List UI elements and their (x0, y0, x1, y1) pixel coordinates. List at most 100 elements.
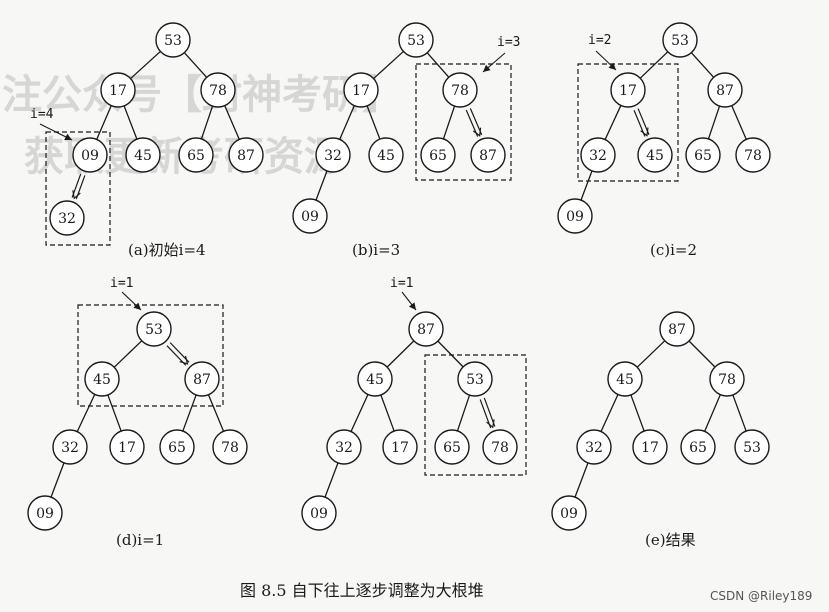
node-value: 78 (491, 440, 509, 456)
swap-arrowhead (640, 127, 649, 137)
node-value: 17 (109, 83, 127, 99)
panel-caption: (b)i=3 (352, 241, 400, 259)
heap-node: 17 (343, 72, 379, 108)
node-value: 32 (585, 440, 603, 456)
node-circle (49, 200, 85, 236)
node-value: 78 (451, 83, 469, 99)
node-value: 53 (743, 440, 761, 456)
node-value: 32 (58, 211, 76, 227)
panel-caption: (e)结果 (645, 531, 696, 549)
node-value: 87 (417, 322, 435, 338)
node-circle (125, 137, 161, 173)
node-circle (557, 198, 593, 234)
swap-arrowhead (72, 190, 81, 200)
panel-caption: (a)初始i=4 (128, 241, 206, 259)
node-circle (457, 361, 493, 397)
node-value: 53 (407, 33, 425, 49)
node-value: 45 (377, 148, 395, 164)
index-pointer-label: i=4 (30, 107, 54, 122)
node-circle (343, 72, 379, 108)
panel-caption: (c)i=2 (650, 241, 697, 259)
node-circle (326, 429, 362, 465)
node-circle (408, 311, 444, 347)
node-value: 65 (694, 148, 712, 164)
node-value: 87 (668, 322, 686, 338)
heap-node: 45 (607, 361, 643, 397)
node-circle (382, 429, 418, 465)
swap-line (479, 399, 492, 429)
tree-edge (182, 394, 197, 432)
tree-edge (386, 340, 415, 368)
tree-edge (574, 462, 589, 498)
heap-node: 87 (184, 361, 220, 397)
tree-edge (600, 394, 619, 432)
tree-edge (50, 462, 65, 498)
node-value: 32 (61, 440, 79, 456)
node-value: 87 (193, 372, 211, 388)
index-pointer-arrowhead (133, 302, 141, 310)
tree-edge (732, 394, 747, 432)
tree-edge (366, 105, 381, 140)
tree-edge (426, 52, 450, 78)
subtree-highlight-box (424, 354, 527, 476)
heap-node: 17 (109, 429, 145, 465)
heap-node: 78 (442, 72, 478, 108)
node-circle (159, 429, 195, 465)
node-circle (109, 429, 145, 465)
heap-node: 09 (551, 495, 587, 531)
heap-node: 45 (368, 137, 404, 173)
node-circle (551, 495, 587, 531)
node-circle (707, 72, 743, 108)
subtree-highlight-box (415, 63, 512, 181)
node-circle (442, 72, 478, 108)
node-circle (27, 495, 63, 531)
heap-node: 78 (200, 72, 236, 108)
node-circle (228, 137, 264, 173)
node-value: 17 (118, 440, 136, 456)
heap-node: 53 (155, 22, 191, 58)
tree-edge (224, 105, 240, 140)
heap-node: 32 (580, 137, 616, 173)
panel-caption: (d)i=1 (116, 531, 164, 549)
tree-edge (324, 462, 339, 498)
heap-node: 17 (610, 72, 646, 108)
node-circle (84, 361, 120, 397)
node-circle (200, 72, 236, 108)
heap-node: 78 (212, 429, 248, 465)
node-value: 65 (429, 148, 447, 164)
credit-label: CSDN @Riley189 (710, 589, 812, 603)
tree-edge (442, 105, 456, 140)
heap-node: 78 (482, 429, 518, 465)
node-value: 17 (641, 440, 659, 456)
node-value: 53 (164, 33, 182, 49)
node-circle (734, 429, 770, 465)
node-value: 65 (689, 440, 707, 456)
node-circle (482, 429, 518, 465)
heap-node: 09 (301, 495, 337, 531)
swap-line (483, 397, 496, 427)
swap-arrowhead (472, 127, 482, 137)
tree-edge (200, 105, 214, 140)
node-circle (637, 137, 673, 173)
heap-node: 53 (662, 22, 698, 58)
node-value: 78 (744, 148, 762, 164)
heap-node: 53 (136, 311, 172, 347)
heap-node: 87 (228, 137, 264, 173)
heap-node: 87 (408, 311, 444, 347)
node-circle (735, 137, 771, 173)
index-pointer-label: i=1 (390, 276, 413, 291)
heap-node: 45 (357, 361, 393, 397)
node-value: 09 (566, 209, 584, 225)
tree-edge (688, 340, 716, 368)
node-value: 87 (716, 83, 734, 99)
tree-edge (380, 394, 395, 432)
figure-caption: 图 8.5 自下往上逐步调整为大根堆 (240, 581, 484, 600)
tree-edge (580, 170, 593, 201)
node-circle (184, 361, 220, 397)
node-circle (662, 22, 698, 58)
node-value: 09 (560, 506, 578, 522)
